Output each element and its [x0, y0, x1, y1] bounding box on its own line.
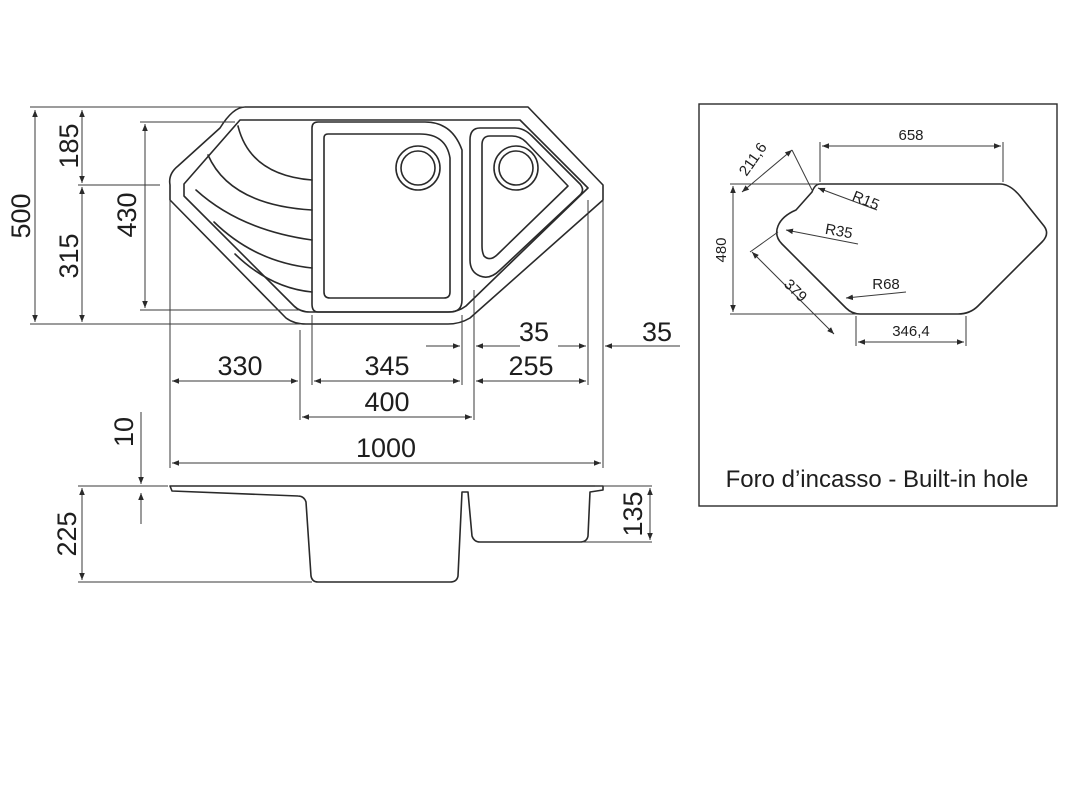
dim-height-body: 315 — [54, 233, 84, 278]
main-bowl-inner — [323, 133, 451, 299]
dim-gap-1: 35 — [519, 317, 549, 347]
dim-depth-main: 225 — [52, 511, 82, 556]
small-drain-icon — [493, 145, 539, 191]
dim-height-total: 500 — [6, 193, 36, 238]
dim-gap-2: 35 — [642, 317, 672, 347]
top-view-height-dimensions: 500 185 315 430 — [6, 106, 300, 325]
sink-top-view — [168, 106, 604, 325]
dim-small-bowl: 255 — [508, 351, 553, 381]
top-view-width-dimensions: 35 35 330 345 255 400 1000 — [169, 200, 680, 468]
dim-depth-small: 135 — [618, 491, 648, 536]
builtin-hole-caption: Foro d’incasso - Built-in hole — [726, 466, 1029, 493]
small-bowl-inner — [481, 135, 569, 260]
dim-main-bowl: 345 — [364, 351, 409, 381]
dim-total-width: 1000 — [356, 433, 416, 463]
hole-dim-height: 480 — [713, 237, 730, 262]
dim-left-drainer: 330 — [217, 351, 262, 381]
dim-bowls-total: 400 — [364, 387, 409, 417]
main-drain-icon — [395, 145, 441, 191]
dim-rim-thickness: 10 — [109, 417, 139, 447]
drainer-grooves — [195, 125, 313, 293]
hole-dim-bottom-width: 346,4 — [892, 323, 930, 340]
hole-dim-lower-angled: 379 — [780, 276, 810, 306]
sink-side-view: 10 225 135 — [52, 412, 653, 583]
main-bowl-outer — [311, 121, 463, 313]
side-profile — [169, 485, 604, 583]
hole-radius-r68: R68 — [872, 276, 900, 293]
dim-height-wing: 185 — [54, 123, 84, 168]
hole-radius-r35: R35 — [824, 221, 854, 243]
builtin-hole-panel: 658 211,6 480 379 346,4 R15 R35 R68 Foro… — [698, 103, 1058, 507]
hole-dim-angled-side: 211,6 — [736, 140, 771, 180]
hole-dim-top-width: 658 — [898, 127, 923, 144]
hole-outline — [775, 183, 1048, 315]
small-bowl-outer — [469, 127, 584, 278]
dim-height-basin: 430 — [112, 192, 142, 237]
panel-frame — [698, 103, 1058, 507]
